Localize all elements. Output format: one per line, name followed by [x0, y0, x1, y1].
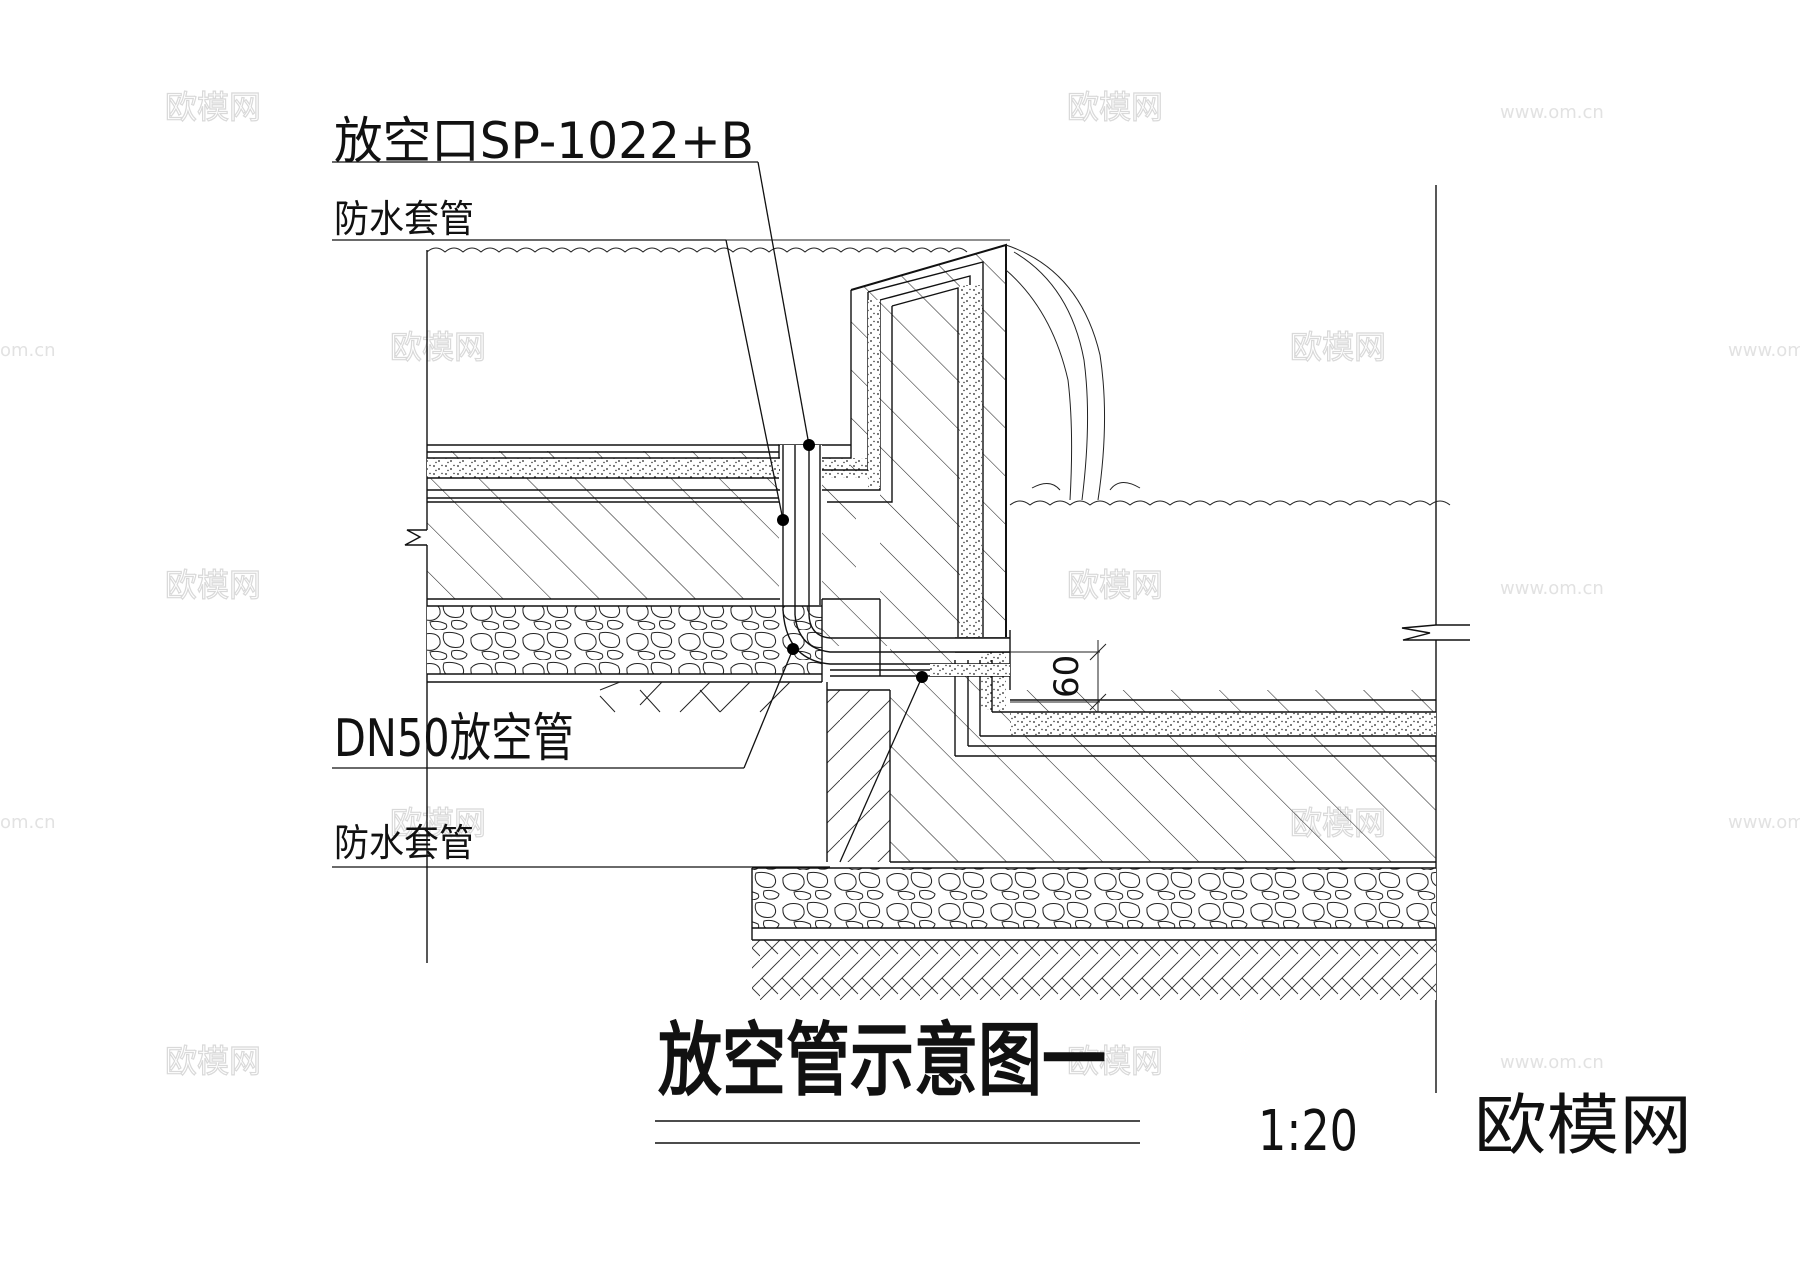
watermark-cn: 欧模网 — [165, 1042, 261, 1080]
dimension-60: 60 — [1010, 640, 1107, 712]
leader-lines — [332, 161, 928, 868]
pipe-label: DN50放空管 — [334, 709, 574, 769]
dimension-label: 60 — [1047, 655, 1087, 698]
watermark-cn: 欧模网 — [1067, 1042, 1163, 1080]
earth-strip-upper — [599, 681, 791, 713]
upper-water-surface — [426, 239, 1010, 253]
upper-pool-slab — [427, 444, 880, 713]
watermark-url: www.om.cn — [1500, 102, 1604, 123]
watermark-cn: 欧模网 — [1067, 566, 1163, 604]
drawing-title: 放空管示意图一 — [658, 1014, 1106, 1107]
sleeve-bottom-marker — [916, 671, 928, 683]
watermark-cn: 欧模网 — [165, 88, 261, 126]
watermark-url: om.cn — [0, 812, 56, 833]
watermark-url: www.om.cn — [1728, 340, 1800, 361]
title-block: 放空管示意图一 1:20 欧模网 — [655, 1014, 1692, 1164]
pipe-marker — [787, 643, 799, 655]
annotation-labels: 放空口SP-1022+B 防水套管 DN50放空管 防水套管 — [334, 112, 754, 865]
watermark-url: www.om.cn — [1728, 812, 1800, 833]
lower-water-surface — [1009, 500, 1451, 506]
watermark-url: om.cn — [0, 340, 56, 361]
watermark-cn: 欧模网 — [390, 804, 486, 842]
sleeve-top-label: 防水套管 — [334, 197, 474, 241]
scale-label: 1:20 — [1258, 1099, 1358, 1164]
sleeve-bottom-label: 防水套管 — [334, 821, 474, 865]
outlet-marker — [803, 439, 815, 451]
sleeve-top-marker — [777, 514, 789, 526]
watermark-cn: 欧模网 — [165, 566, 261, 604]
watermark-cn: 欧模网 — [390, 328, 486, 366]
watermark-url: www.om.cn — [1500, 1052, 1604, 1073]
watermark-layer: 欧模网 欧模网 www.om.cn om.cn 欧模网 欧模网 www.om.c… — [0, 87, 1800, 1080]
lower-pool-slab — [751, 650, 1436, 1000]
retaining-wall — [778, 243, 1141, 690]
outlet-label: 放空口SP-1022+B — [334, 112, 754, 170]
watermark-cn: 欧模网 — [1290, 328, 1386, 366]
brand-logo-text: 欧模网 — [1474, 1087, 1692, 1164]
watermark-url: www.om.cn — [1500, 578, 1604, 599]
dn50-vent-pipe — [780, 445, 1011, 690]
pipe-trench-block — [826, 682, 891, 862]
watermark-cn: 欧模网 — [1067, 88, 1163, 126]
